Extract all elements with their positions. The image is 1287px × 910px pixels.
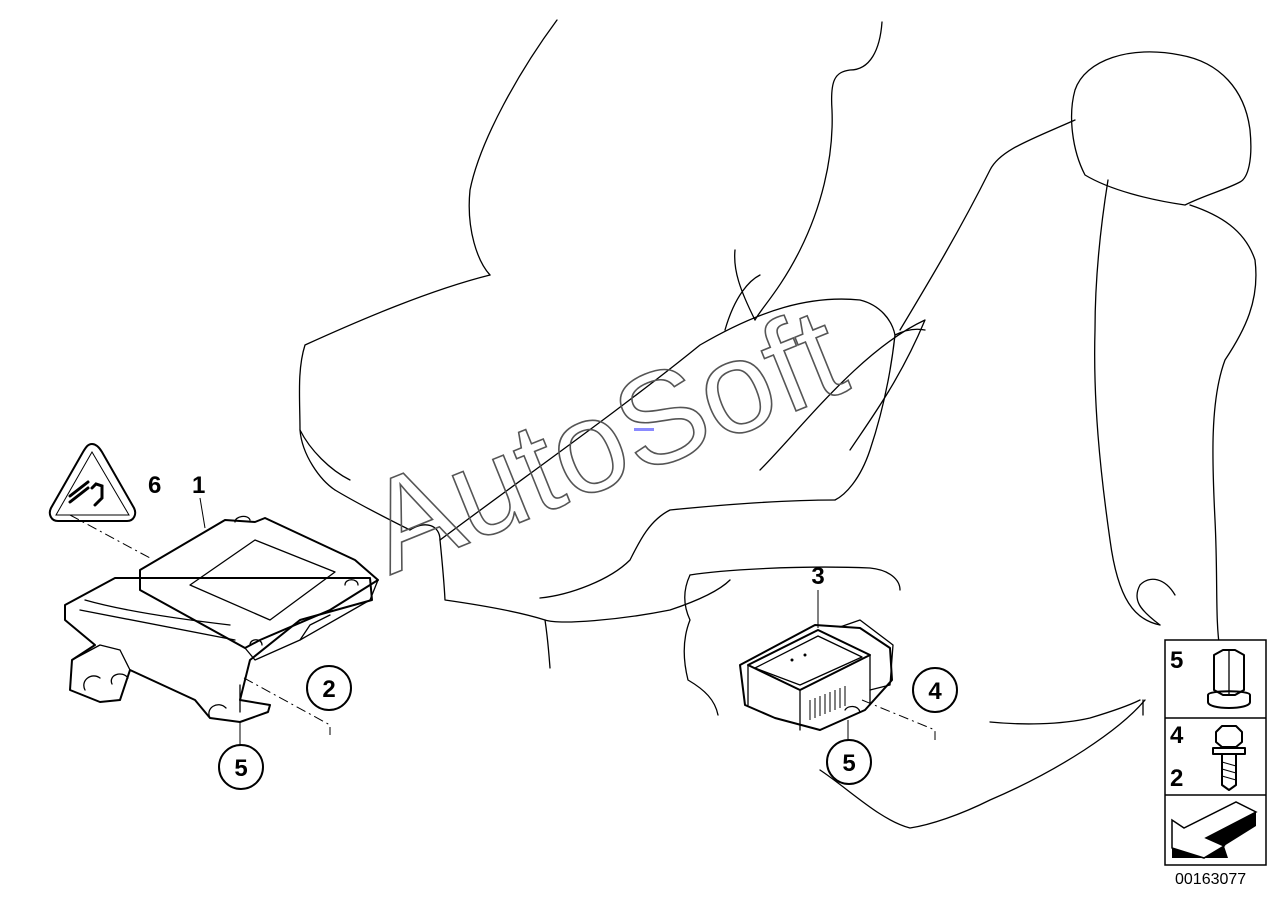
callout-4[interactable]: 4 (912, 667, 958, 713)
callout-5-right[interactable]: 5 (826, 739, 872, 785)
callout-label-5-left: 5 (234, 755, 247, 782)
part-number: 00163077 (1175, 871, 1246, 888)
legend-row2-label-a: 4 (1170, 722, 1184, 749)
legend-row1-label: 5 (1170, 647, 1183, 674)
legend-row2-label-b: 2 (1170, 765, 1183, 792)
callout-5-left[interactable]: 5 (218, 744, 264, 790)
left-seat-outline (298, 19, 896, 669)
fastener-legend: 5 4 2 (1164, 639, 1267, 866)
callout-label-1: 1 (192, 472, 205, 499)
sensor-connector-ribs (809, 686, 846, 720)
callout-label-3: 3 (811, 563, 824, 590)
hex-bolt-icon (1207, 649, 1251, 709)
watermark-text: AutoSoft (346, 279, 863, 601)
watermark: AutoSoft (345, 278, 864, 602)
callout-label-4: 4 (928, 678, 942, 705)
sensor-unit (739, 619, 894, 731)
callout-label-5-right: 5 (842, 750, 855, 777)
leader-lines (69, 497, 936, 745)
callout-3: 3 (811, 563, 824, 590)
callout-6: 6 (148, 472, 161, 499)
direction-arrow-icon (1171, 801, 1258, 859)
callout-2[interactable]: 2 (306, 665, 352, 711)
right-seat-outline (683, 51, 1257, 829)
hex-screw-icon (1212, 725, 1246, 791)
callout-label-6: 6 (148, 472, 161, 499)
blue-marker (634, 428, 654, 431)
callout-label-2: 2 (322, 676, 335, 703)
warning-triangle-seat-icon (48, 442, 137, 522)
callout-1: 1 (192, 472, 205, 499)
